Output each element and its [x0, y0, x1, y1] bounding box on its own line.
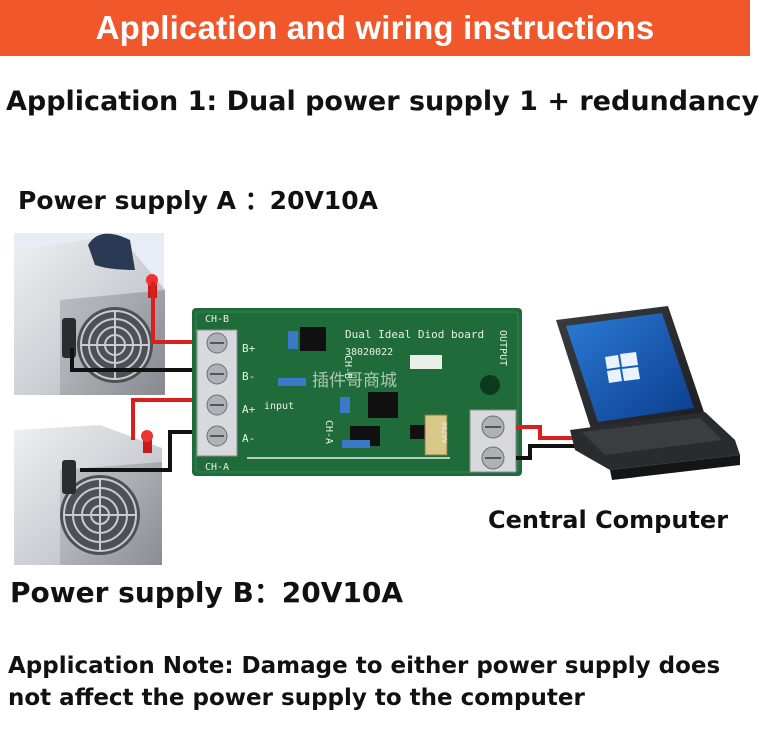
- board-label-cap: AA700: [441, 422, 449, 443]
- laptop: [556, 306, 740, 480]
- board-label-ch-b-mid: CH-B: [342, 355, 353, 379]
- board-label-b-minus: B-: [242, 370, 255, 383]
- power-supply-b: [14, 425, 162, 565]
- board-label-a-minus: A-: [242, 432, 255, 445]
- power-supply-b-label: Power supply B：20V10A: [10, 576, 404, 609]
- banner-title: Application and wiring instructions: [95, 9, 655, 46]
- board-label-input: input: [264, 401, 294, 412]
- board-label-ch-a-bottom: CH-A: [205, 462, 229, 473]
- output-screw-terminals: [481, 415, 505, 470]
- board-label-output: OUTPUT: [497, 330, 508, 366]
- input-wires: [70, 282, 205, 472]
- board-title: Dual Ideal Diod board: [345, 328, 484, 341]
- windows-logo-icon: [605, 352, 640, 383]
- board-watermark: 插件哥商城: [312, 371, 397, 391]
- board-label-b-plus: B+: [242, 342, 256, 355]
- central-computer-label: Central Computer: [488, 506, 729, 534]
- output-wires: [516, 425, 585, 460]
- board-label-a-plus: A+: [242, 403, 256, 416]
- board-label-ch-a-mid: CH-A: [323, 420, 334, 444]
- power-supply-a-label: Power supply A ：20V10A: [18, 186, 378, 215]
- input-screw-terminals: [206, 332, 228, 447]
- application-note: Application Note: Damage to either power…: [8, 653, 721, 711]
- application-heading: Application 1: Dual power supply 1 + red…: [6, 86, 759, 117]
- title-banner: Application and wiring instructions: [0, 0, 750, 56]
- board-label-part-number: 38020022: [345, 347, 393, 358]
- board-label-ch-b-top: CH-B: [205, 314, 229, 325]
- ideal-diode-board: CH-B Dual Ideal Diod board CH-B 38020022…: [192, 308, 522, 476]
